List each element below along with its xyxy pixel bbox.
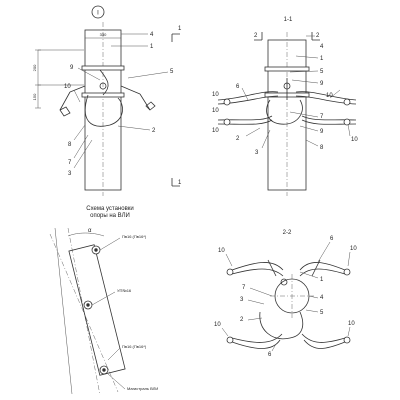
callout-1-1-10d: 10 <box>212 108 219 114</box>
section-1-1: 1-1 2 2 4 1 5 9 10 7 9 10 <box>212 17 358 196</box>
callout-4: 4 <box>150 32 154 38</box>
callout-1-1-10c: 10 <box>212 92 219 98</box>
callout-2-2-10a: 10 <box>218 248 225 254</box>
callout-1-1-10e: 10 <box>212 128 219 134</box>
scheme-angle: α <box>88 228 92 234</box>
callout-2-2-7: 7 <box>242 285 246 291</box>
dim-h2: 150 <box>32 93 37 100</box>
callout-1: 1 <box>150 44 154 50</box>
callout-1-1-9: 9 <box>320 81 324 87</box>
section-2-2: 2-2 10 6 10 1 7 3 4 5 2 10 <box>214 230 357 358</box>
callout-1-1-7: 7 <box>320 114 324 120</box>
callout-2-2-10b: 10 <box>350 246 357 252</box>
callout-2-2-10d: 10 <box>348 321 355 327</box>
callout-2-2-2: 2 <box>240 317 244 323</box>
callout-1-1-8: 8 <box>320 145 324 151</box>
callout-1-1-5: 5 <box>320 69 324 75</box>
callout-1-1-1: 1 <box>320 56 324 62</box>
dim-h1: 200 <box>32 64 37 71</box>
scheme-title-line1: Схема установки <box>86 206 134 212</box>
callout-2-2-10c: 10 <box>214 322 221 328</box>
section-2-2-title: 2-2 <box>283 230 292 236</box>
callout-5: 5 <box>170 69 174 75</box>
cut-mark-2-right: 2 <box>316 33 320 39</box>
callout-8: 8 <box>68 142 72 148</box>
callout-3: 3 <box>68 171 72 177</box>
callout-1-1-3: 3 <box>255 150 259 156</box>
callout-2-2-3: 3 <box>240 297 244 303</box>
cut-mark-bottom: 1 <box>178 180 182 186</box>
callout-1-1-10a: 10 <box>326 93 333 99</box>
installation-scheme: Схема установки опоры на ВЛИ α Пв16 (Пв1… <box>49 206 158 396</box>
view-marker-circle <box>91 5 105 19</box>
callout-7: 7 <box>68 160 72 166</box>
callout-2-2-4: 4 <box>320 295 324 301</box>
scheme-label-main: Магистраль ВЛИ <box>127 386 158 391</box>
view-i: I 330 200 150 1 1 4 1 5 <box>32 5 182 196</box>
callout-10: 10 <box>64 84 71 90</box>
callout-1-1-10b: 10 <box>351 137 358 143</box>
clamp-band-top <box>81 65 125 71</box>
callout-2-2-6a: 6 <box>330 236 334 242</box>
section-1-1-title: 1-1 <box>284 17 293 23</box>
scheme-title-line2: опоры на ВЛИ <box>90 213 130 219</box>
scheme-label-mid: УП№16 <box>117 288 132 293</box>
callout-9: 9 <box>70 65 74 71</box>
dim-width: 330 <box>100 32 107 37</box>
cut-mark-2-left: 2 <box>254 33 258 39</box>
cut-mark-top: 1 <box>178 26 182 32</box>
callout-1-1-4: 4 <box>320 44 324 50</box>
view-marker-label: I <box>97 11 99 17</box>
callout-2-2-1: 1 <box>320 277 324 283</box>
scheme-label-top: Пв16 (Пв16*) <box>122 234 147 239</box>
callout-1-1-2: 2 <box>236 136 240 142</box>
scheme-label-bot: Пв16 (Пв16*) <box>122 344 147 349</box>
callout-2: 2 <box>152 128 156 134</box>
callout-1-1-6: 6 <box>236 84 240 90</box>
callout-2-2-6b: 6 <box>268 352 272 358</box>
callout-2-2-5: 5 <box>320 310 324 316</box>
callout-1-1-9b: 9 <box>320 129 324 135</box>
